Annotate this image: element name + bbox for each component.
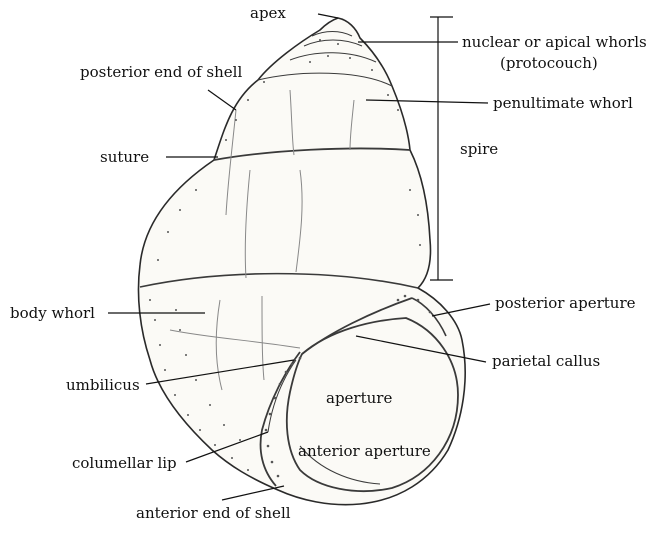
label-suture: suture xyxy=(100,148,149,166)
label-apex: apex xyxy=(250,4,286,22)
label-penultimate: penultimate whorl xyxy=(493,94,633,112)
label-umbilicus: umbilicus xyxy=(66,376,140,394)
label-columellar-lip: columellar lip xyxy=(72,454,177,472)
label-anterior-aperture: anterior aperture xyxy=(298,442,431,460)
spire-bracket xyxy=(430,17,453,280)
shell-illustration xyxy=(138,18,465,505)
label-posterior-aperture: posterior aperture xyxy=(495,294,636,312)
shell-outline xyxy=(138,18,465,505)
label-aperture: aperture xyxy=(326,389,392,407)
label-nuclear-line2: (protocouch) xyxy=(500,54,598,72)
label-spire: spire xyxy=(460,140,498,158)
label-body-whorl: body whorl xyxy=(10,304,95,322)
label-anterior-end: anterior end of shell xyxy=(136,504,291,522)
label-parietal-callus: parietal callus xyxy=(492,352,600,370)
label-nuclear-line1: nuclear or apical whorls xyxy=(462,33,647,51)
label-posterior-end: posterior end of shell xyxy=(80,63,242,81)
